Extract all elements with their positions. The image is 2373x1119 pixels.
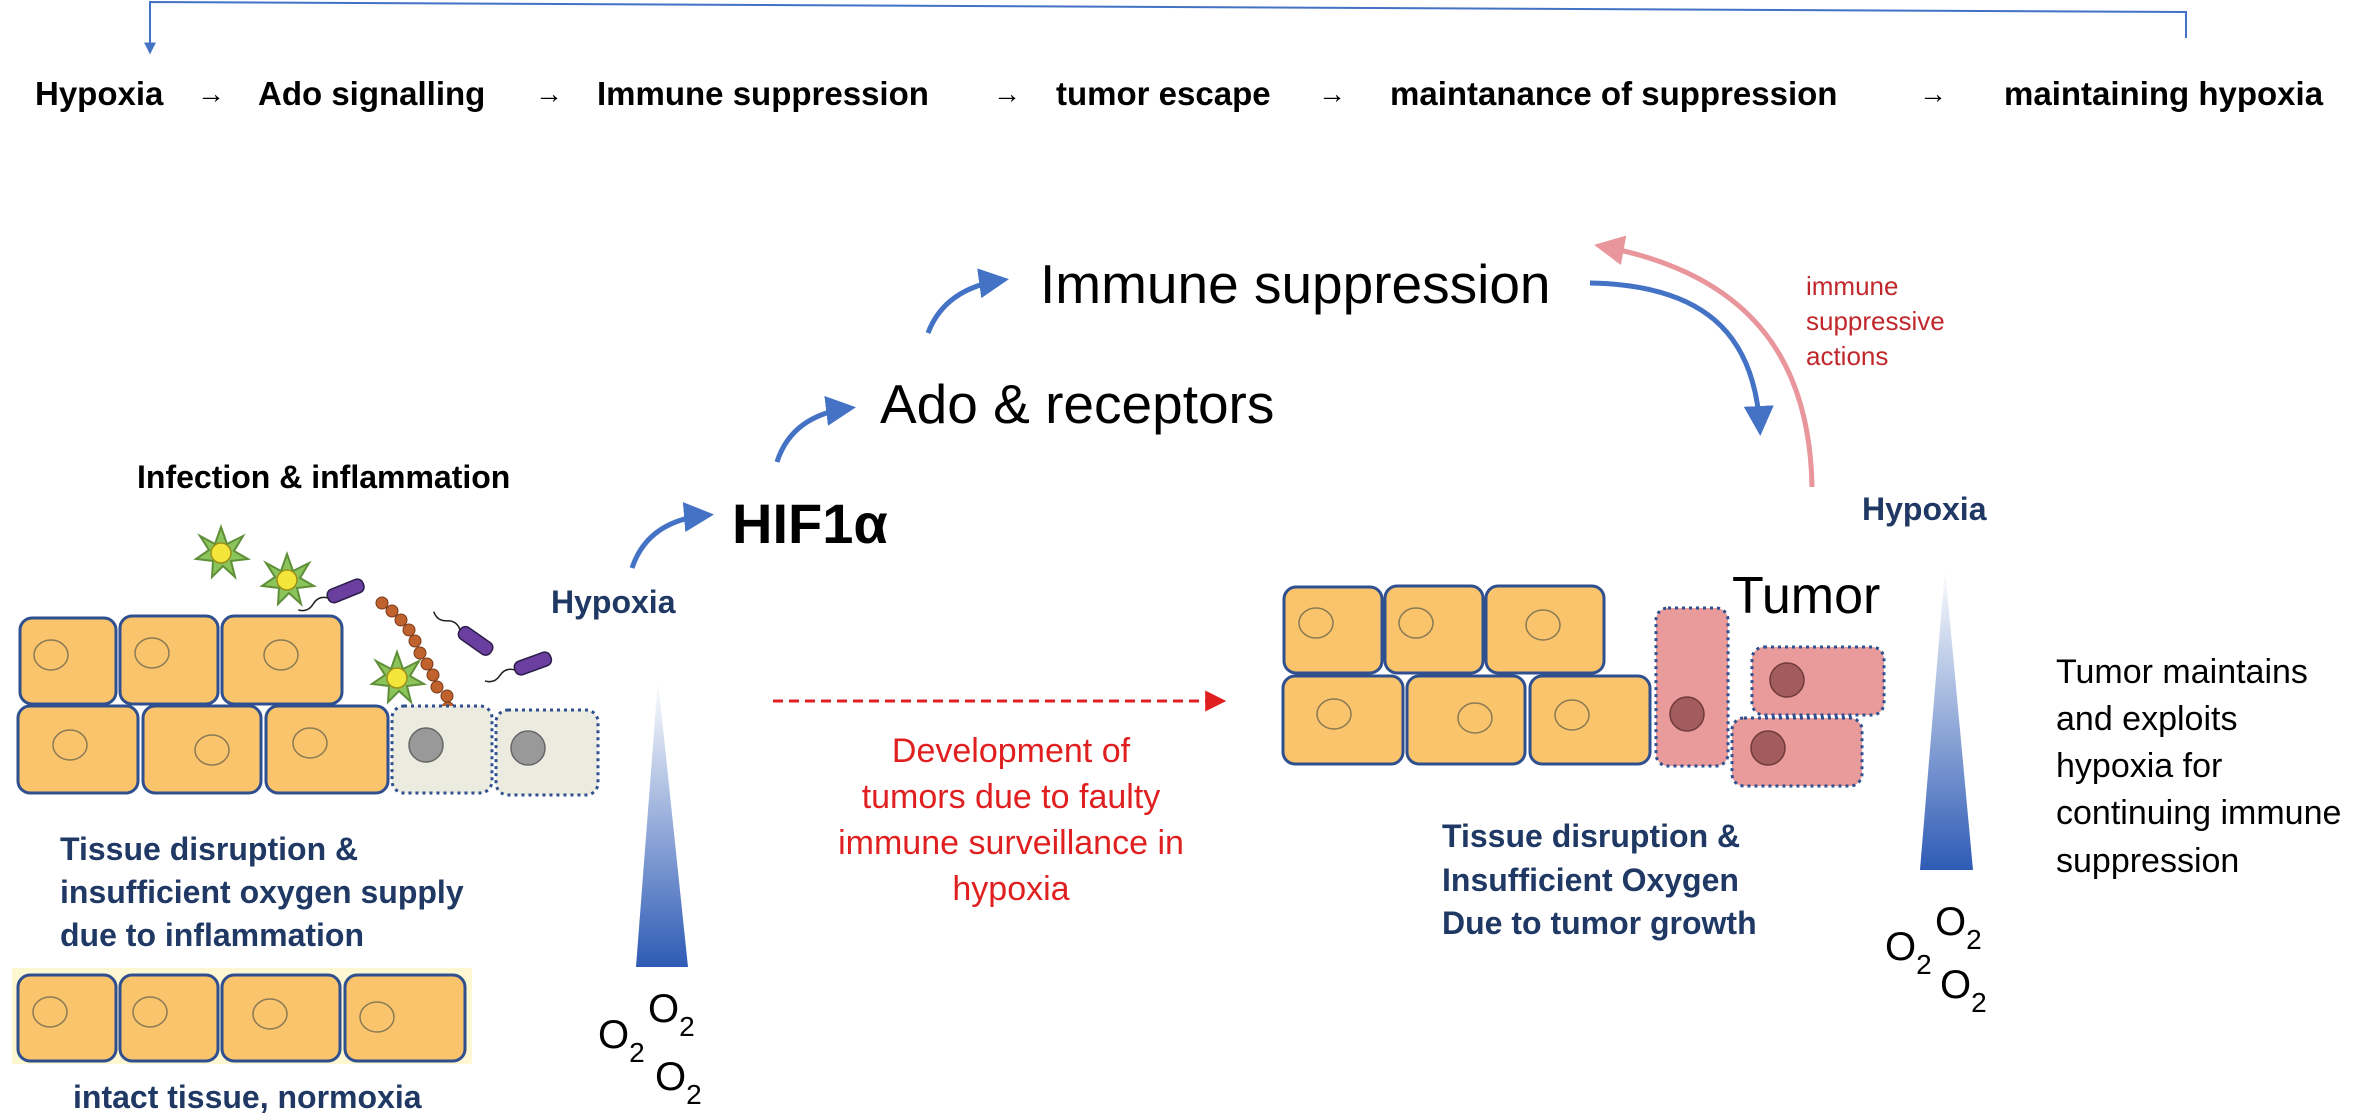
left-disruption-caption: Tissue disruption & insufficient oxygen … <box>60 831 464 953</box>
infection-inflammation-label: Infection & inflammation <box>137 459 510 495</box>
right-tumor-caption: Tissue disruption & Insufficient Oxygen … <box>1442 818 1757 941</box>
tissue-cell <box>141 704 263 795</box>
svg-text:Tumor maintains: Tumor maintains <box>2056 653 2308 691</box>
bacterium-icon <box>433 611 494 656</box>
svg-text:actions: actions <box>1806 341 1888 371</box>
curved-arrow-icon <box>925 268 1009 334</box>
damaged-cell <box>494 708 600 797</box>
svg-text:insufficient oxygen supply: insufficient oxygen supply <box>60 874 464 910</box>
tissue-cell <box>1405 674 1527 766</box>
svg-text:O2: O2 <box>1885 925 1932 980</box>
tissue-cell <box>1281 674 1405 766</box>
oxygen-molecules: O2 O2 O2 <box>1885 900 1987 1018</box>
tumor-tissue <box>1281 584 1886 788</box>
virus-icon <box>259 550 318 607</box>
flow-step-hypoxia: Hypoxia <box>35 75 164 112</box>
flow-step-maintenance: maintanance of suppression <box>1390 75 1837 112</box>
svg-text:immune: immune <box>1806 271 1898 301</box>
curved-arrow-icon <box>774 395 856 463</box>
flow-arrow: → <box>993 78 1021 109</box>
flow-chain: Hypoxia → Ado signalling → Immune suppre… <box>35 75 2324 112</box>
flow-arrow: → <box>1318 78 1346 109</box>
svg-text:O2: O2 <box>655 1055 702 1110</box>
development-text: Development of tumors due to faulty immu… <box>838 732 1184 908</box>
tissue-cell <box>118 973 220 1063</box>
tissue-cell <box>16 973 118 1063</box>
tissue-cell <box>1528 674 1652 766</box>
pink-curved-arrow-icon <box>1594 235 1815 488</box>
virus-icon <box>193 523 252 580</box>
svg-text:Development of: Development of <box>892 732 1131 770</box>
oxygen-gradient-wedge <box>636 680 688 967</box>
tissue-cell <box>264 704 390 795</box>
immune-suppression-label: Immune suppression <box>1040 253 1551 315</box>
tumor-label: Tumor <box>1732 567 1880 625</box>
svg-text:Tissue disruption &: Tissue disruption & <box>1442 818 1740 854</box>
tissue-cell <box>1484 584 1606 675</box>
virus-icon <box>369 648 428 705</box>
flow-step-immune-suppression: Immune suppression <box>597 75 929 112</box>
tumor-cell <box>1730 716 1864 788</box>
svg-text:O2: O2 <box>648 987 695 1042</box>
feedback-loop-arrow <box>144 0 2187 55</box>
flow-arrow: → <box>535 78 563 109</box>
flow-arrow: → <box>1919 78 1947 109</box>
tissue-cell <box>1282 585 1384 675</box>
left-hypoxia-label: Hypoxia <box>551 584 676 620</box>
intact-tissue <box>12 968 472 1064</box>
svg-text:due to inflammation: due to inflammation <box>60 917 364 953</box>
flow-step-tumor-escape: tumor escape <box>1056 75 1271 112</box>
svg-text:O2: O2 <box>1940 963 1987 1018</box>
tissue-cell <box>118 614 220 706</box>
flow-step-ado-signalling: Ado signalling <box>258 75 485 112</box>
svg-text:suppression: suppression <box>2056 842 2239 880</box>
svg-text:hypoxia: hypoxia <box>952 870 1069 908</box>
oxygen-molecules: O2 O2 O2 <box>598 987 702 1110</box>
inflamed-tissue <box>16 614 600 797</box>
ado-receptors-label: Ado & receptors <box>880 373 1274 435</box>
immune-suppressive-actions-label: immune suppressive actions <box>1806 271 1945 371</box>
svg-text:immune surveillance in: immune surveillance in <box>838 824 1184 862</box>
svg-text:tumors due to faulty: tumors due to faulty <box>862 778 1161 816</box>
flow-arrow: → <box>197 78 225 109</box>
tissue-cell <box>220 973 342 1063</box>
tissue-cell <box>1383 584 1485 675</box>
tissue-cell <box>220 614 344 706</box>
svg-text:hypoxia for: hypoxia for <box>2056 747 2222 785</box>
cascade-arrows <box>629 268 1009 569</box>
tumor-side-text: Tumor maintains and exploits hypoxia for… <box>2056 653 2341 880</box>
tissue-cell <box>16 704 140 795</box>
svg-text:and exploits: and exploits <box>2056 700 2237 738</box>
svg-text:Tissue disruption &: Tissue disruption & <box>60 831 358 867</box>
normoxia-caption: intact tissue, normoxia <box>73 1079 422 1115</box>
curved-arrow-icon <box>629 502 714 569</box>
tumor-cell <box>1654 606 1730 768</box>
oxygen-gradient-wedge <box>1920 568 1973 870</box>
svg-text:Insufficient Oxygen: Insufficient Oxygen <box>1442 862 1739 898</box>
svg-text:suppressive: suppressive <box>1806 306 1945 336</box>
bacterium-icon <box>298 578 365 612</box>
tissue-cell <box>343 973 467 1063</box>
bacterium-icon <box>484 651 553 683</box>
flow-step-maintaining-hypoxia: maintaining hypoxia <box>2004 75 2324 112</box>
svg-text:O2: O2 <box>1935 900 1982 955</box>
blue-curved-arrow-icon <box>1589 280 1774 436</box>
svg-text:O2: O2 <box>598 1013 645 1068</box>
hif1a-label: HIF1α <box>732 492 888 555</box>
tumor-cell <box>1750 645 1886 717</box>
svg-text:continuing immune: continuing immune <box>2056 794 2341 832</box>
tissue-cell <box>18 616 118 706</box>
damaged-cell <box>390 704 494 795</box>
right-hypoxia-label: Hypoxia <box>1862 491 1987 527</box>
svg-text:Due to tumor growth: Due to tumor growth <box>1442 905 1757 941</box>
